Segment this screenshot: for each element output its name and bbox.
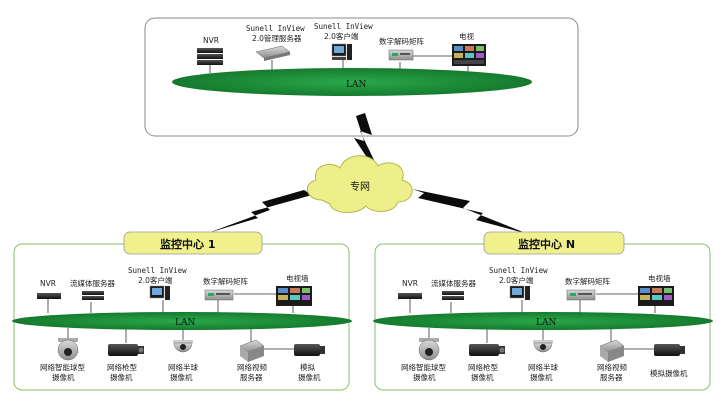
top-server-label-2: 2.0管理服务器 [252, 33, 302, 43]
cn-cam4-label-2: 服务器 [600, 372, 623, 382]
workstation-icon [149, 285, 170, 300]
workstation-icon [331, 43, 352, 60]
monitoring-center-1: 监控中心 1 LAN NVR 流媒体服务器 [12, 231, 352, 391]
dome-camera-icon [418, 338, 440, 361]
decoder-icon [204, 289, 234, 301]
cn-client-label-2: 2.0客户端 [499, 275, 534, 285]
cn-cam4-label-1: 网络视频 [597, 362, 627, 372]
center-1-title: 监控中心 1 [160, 237, 215, 251]
c1-client-label-2: 2.0客户端 [138, 275, 173, 285]
decoder-icon [566, 289, 596, 301]
lan-ellipse [373, 312, 713, 330]
center-title-box [123, 231, 263, 255]
cloud-label: 专网 [350, 180, 370, 193]
video-server-icon [599, 339, 625, 362]
tv-wall-icon [638, 286, 674, 306]
cn-decoder-label: 数字解码矩阵 [565, 276, 610, 286]
c1-tvwall-label: 电视墙 [286, 273, 309, 283]
c1-media-label: 流媒体服务器 [70, 278, 115, 288]
top-server-label-1: Sunell InView [246, 24, 305, 33]
half-dome-camera-icon [533, 340, 553, 353]
cn-cam1-label-1: 网络智能球型 [401, 362, 446, 372]
top-decoder-label: 数字解码矩阵 [379, 36, 424, 46]
headquarters-panel: LAN NVR Sunell InView 2.0管理服务器 Sunell In… [144, 17, 579, 137]
lan-ellipse [12, 312, 352, 330]
lightning-left [208, 186, 318, 233]
cn-client-label-1: Sunell InView [489, 266, 548, 275]
c1-decoder-label: 数字解码矩阵 [203, 276, 248, 286]
dome-camera-icon [57, 338, 79, 361]
c1-cam1-label-1: 网络智能球型 [40, 362, 85, 372]
half-dome-camera-icon [173, 340, 193, 353]
cn-cam1-label-2: 摄像机 [413, 372, 436, 382]
cn-cam3-label-2: 摄像机 [530, 372, 553, 382]
cn-tvwall-label: 电视墙 [648, 273, 671, 283]
lan-label: LAN [536, 318, 556, 328]
decoder-icon [388, 49, 414, 61]
lan-label: LAN [175, 318, 195, 328]
center-n-title: 监控中心 N [518, 237, 575, 251]
top-nvr-label: NVR [203, 36, 219, 45]
top-tv-label: 电视 [459, 31, 474, 41]
lan-label: LAN [346, 80, 366, 90]
top-client-label-1: Sunell InView [314, 22, 373, 31]
nvr-icon [197, 48, 223, 65]
server-icon [255, 45, 291, 61]
media-server-icon [442, 291, 464, 300]
c1-cam3-label-2: 摄像机 [170, 372, 193, 382]
tv-wall-icon [276, 286, 312, 306]
bullet-camera-icon [469, 344, 505, 356]
c1-cam4-label-1: 网络视频 [237, 362, 267, 372]
media-server-icon [82, 291, 104, 300]
analog-camera-icon [654, 344, 685, 356]
private-network-cloud: 专网 [307, 155, 413, 213]
analog-camera-icon [294, 344, 325, 356]
c1-cam5-label-2: 摄像机 [298, 372, 321, 382]
nvr-icon [37, 293, 61, 299]
workstation-icon [509, 285, 530, 300]
cn-cam2-label-2: 摄像机 [471, 372, 494, 382]
tv-icon [452, 44, 486, 66]
video-server-icon [239, 339, 265, 362]
c1-cam2-label-2: 摄像机 [110, 372, 133, 382]
monitoring-center-n: 监控中心 N LAN NVR 流媒体服务器 [373, 231, 713, 391]
c1-cam4-label-2: 服务器 [240, 372, 263, 382]
c1-cam3-label-1: 网络半球 [168, 362, 198, 372]
nvr-icon [398, 293, 422, 299]
cn-media-label: 流媒体服务器 [431, 278, 476, 288]
cn-nvr-label: NVR [402, 279, 418, 288]
c1-client-label-1: Sunell InView [128, 266, 187, 275]
top-client-label-2: 2.0客户端 [324, 31, 359, 41]
lightning-right [412, 189, 528, 234]
cn-cam3-label-1: 网络半球 [528, 362, 558, 372]
c1-cam2-label-1: 网络枪型 [107, 362, 137, 372]
center-title-box [483, 231, 625, 255]
cn-cam5-label: 模拟摄像机 [650, 368, 688, 378]
c1-cam1-label-2: 摄像机 [52, 372, 75, 382]
c1-cam5-label-1: 模拟 [300, 362, 315, 372]
c1-nvr-label: NVR [40, 279, 56, 288]
cn-cam2-label-1: 网络枪型 [468, 362, 498, 372]
bullet-camera-icon [108, 344, 144, 356]
lan-ellipse [172, 68, 532, 96]
